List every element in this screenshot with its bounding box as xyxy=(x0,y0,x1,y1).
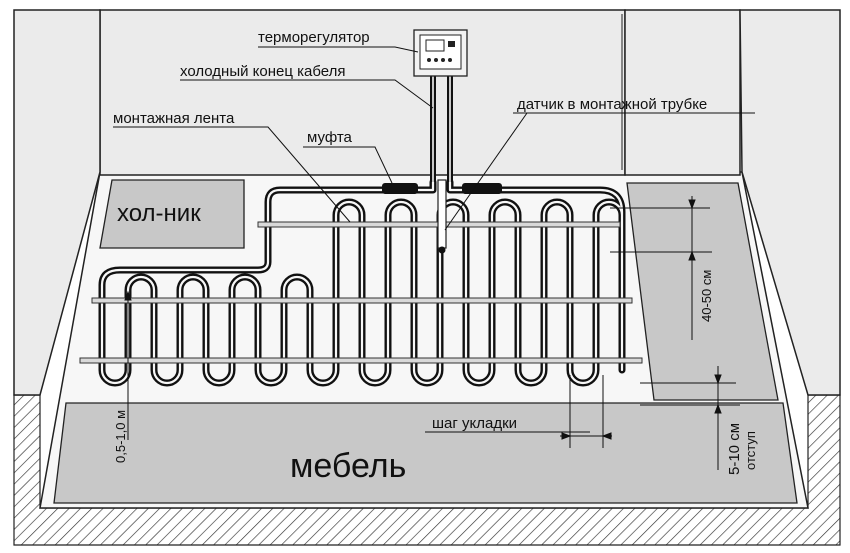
cold-ends xyxy=(382,75,502,194)
fridge-block: хол-ник xyxy=(99,179,245,249)
furniture-label: мебель xyxy=(290,447,406,485)
label-offset-value: 5-10 см xyxy=(726,423,743,475)
room-walls xyxy=(13,9,841,396)
label-cold-end: холодный конец кабеля xyxy=(180,63,345,80)
label-mounting-tape: монтажная лента xyxy=(113,110,235,127)
label-coupling: муфта xyxy=(307,129,353,146)
label-loop-distance: 0,5-1,0 м xyxy=(113,410,128,463)
label-offset-word: отступ xyxy=(743,431,758,470)
label-sensor: датчик в монтажной трубке xyxy=(517,96,707,113)
dimension-lines xyxy=(124,196,740,470)
thermostat-icon xyxy=(413,29,468,77)
fridge-label: хол-ник xyxy=(117,200,201,227)
mounting-tape-bottom xyxy=(79,357,643,364)
leader-lines xyxy=(113,46,755,433)
right-furniture-block xyxy=(626,182,779,401)
label-thermostat: терморегулятор xyxy=(258,29,370,46)
sensor-tube xyxy=(437,179,447,254)
mounting-tape-middle xyxy=(91,297,633,304)
coupling-right xyxy=(462,183,502,194)
furniture-block: мебель xyxy=(53,402,798,504)
heating-cable-inner xyxy=(100,180,624,385)
label-tape-spacing: 40-50 см xyxy=(699,270,714,322)
coupling-left xyxy=(382,183,418,194)
label-pitch: шаг укладки xyxy=(432,415,517,432)
